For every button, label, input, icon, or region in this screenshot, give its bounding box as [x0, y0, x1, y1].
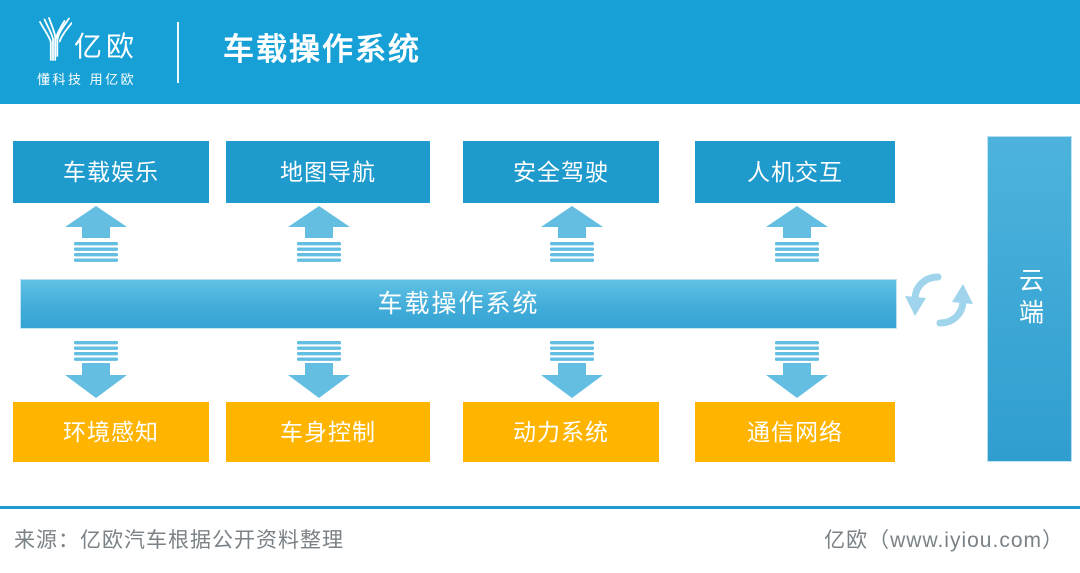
page-title: 车载操作系统 — [223, 32, 421, 67]
up-arrow-icon — [65, 206, 127, 262]
footer-divider-line — [0, 506, 1080, 509]
cloud-label: 云端 — [1015, 267, 1044, 331]
yiou-logo-icon — [39, 17, 72, 61]
site-credit-text: 亿欧（www.iyiou.com） — [824, 529, 1064, 552]
bottom-box-powertrain: 动力系统 — [463, 402, 659, 462]
up-arrow-icon — [766, 206, 828, 262]
top-box-navigation: 地图导航 — [226, 141, 430, 203]
down-arrow-icon — [766, 341, 828, 398]
bottom-box-communication: 通信网络 — [695, 402, 895, 462]
sync-arrows-icon — [905, 273, 973, 327]
up-arrow-icon — [288, 206, 350, 262]
down-arrow-icon — [65, 341, 127, 398]
bottom-box-environment-sensing: 环境感知 — [13, 402, 209, 462]
logo-text: 亿欧 — [74, 31, 139, 62]
bottom-box-body-control: 车身控制 — [226, 402, 430, 462]
down-arrow-icon — [541, 341, 603, 398]
top-box-entertainment: 车载娱乐 — [13, 141, 209, 203]
top-box-hmi: 人机交互 — [695, 141, 895, 203]
center-os-bar: 车载操作系统 — [20, 279, 897, 329]
logo-tagline: 懂科技 用亿欧 — [37, 72, 137, 87]
header-banner: 亿欧 懂科技 用亿欧 车载操作系统 — [0, 0, 1080, 104]
cloud-box: 云端 — [987, 136, 1072, 462]
up-arrow-icon — [541, 206, 603, 262]
source-text: 来源：亿欧汽车根据公开资料整理 — [14, 529, 344, 552]
down-arrow-icon — [288, 341, 350, 398]
top-box-safe-driving: 安全驾驶 — [463, 141, 659, 203]
header-divider — [177, 22, 179, 83]
